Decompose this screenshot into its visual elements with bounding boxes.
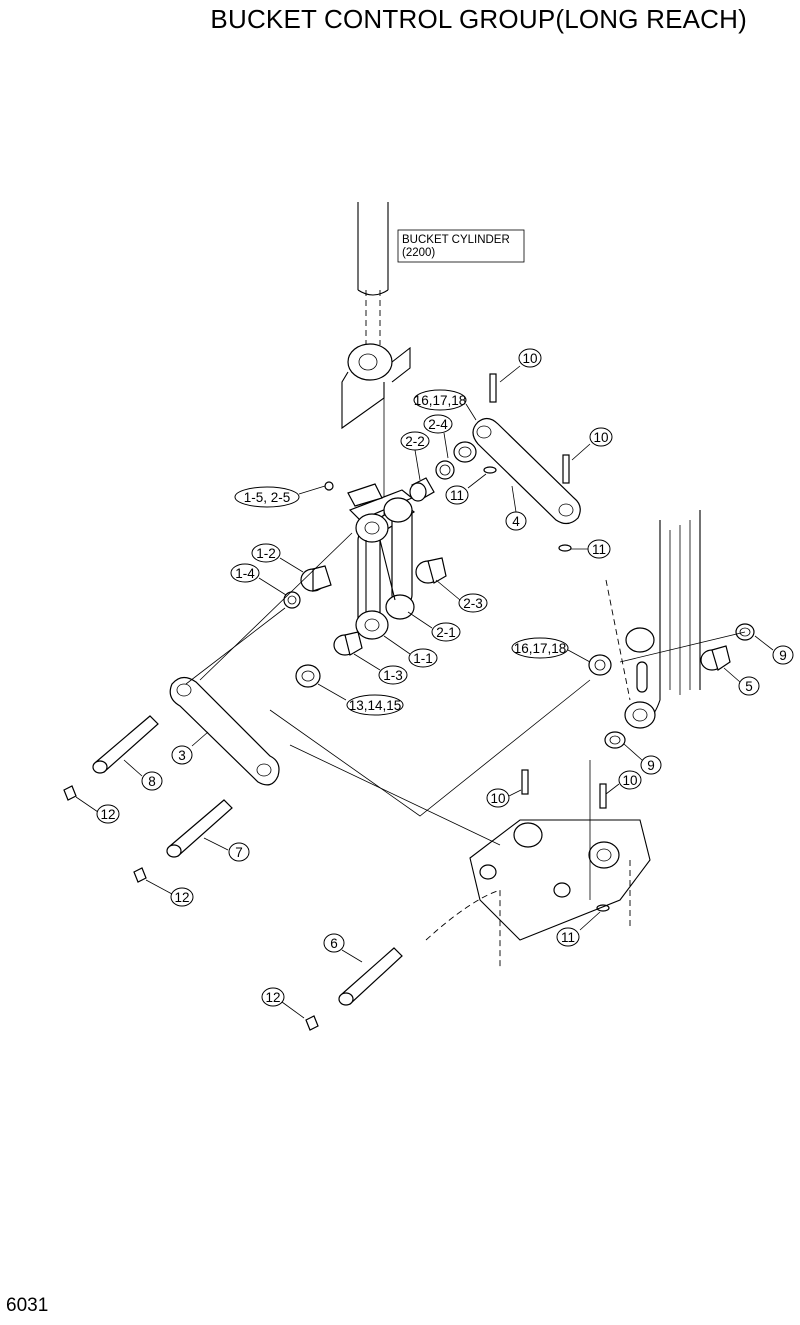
label-10-d: 10 <box>490 791 505 806</box>
pins-drawing <box>63 715 403 1031</box>
label-16-17-18-a: 16,17,18 <box>414 393 467 408</box>
label-10-c: 10 <box>622 773 637 788</box>
callout-3 <box>171 745 193 765</box>
callout-1-3 <box>378 665 408 685</box>
label-12-a: 12 <box>100 807 115 822</box>
callout-13-14-15 <box>346 694 404 716</box>
label-11-b: 11 <box>592 542 606 557</box>
label-9-a: 9 <box>779 648 787 663</box>
callout-6 <box>323 933 345 953</box>
callout-4 <box>505 511 527 531</box>
link-assembly-drawing <box>324 481 416 640</box>
callout-2-4 <box>423 414 453 434</box>
callout-12-a <box>96 804 120 824</box>
link-3-drawing <box>169 676 280 786</box>
label-13-14-15: 13,14,15 <box>349 698 402 713</box>
link-4-drawing <box>472 373 581 525</box>
callout-line1: BUCKET CYLINDER <box>402 234 510 246</box>
callout-11-a <box>445 485 469 505</box>
page-title: BUCKET CONTROL GROUP(LONG REACH) <box>210 4 747 34</box>
callout-1-4 <box>230 563 260 583</box>
label-9-b: 9 <box>647 758 655 773</box>
bushings-and-seals <box>283 441 755 912</box>
label-2-2: 2-2 <box>405 434 425 449</box>
callout-10-b <box>589 427 613 447</box>
arm-drawing <box>605 510 701 729</box>
callout-line2: (2200) <box>402 247 435 259</box>
label-1-4: 1-4 <box>235 566 255 581</box>
callout-16-17-18-a <box>413 389 467 411</box>
label-2-3: 2-3 <box>463 596 483 611</box>
label-1-2: 1-2 <box>256 546 276 561</box>
callout-12-c <box>261 987 285 1007</box>
label-10-b: 10 <box>593 430 608 445</box>
callout-9-a <box>772 645 794 665</box>
label-4: 4 <box>512 514 520 529</box>
label-10-a: 10 <box>522 351 537 366</box>
callout-10-a <box>518 348 542 368</box>
callout-16-17-18-b <box>511 637 569 659</box>
label-1-1: 1-1 <box>413 651 433 666</box>
label-6: 6 <box>330 936 338 951</box>
callout-10-d <box>486 788 510 808</box>
leader-lines <box>185 532 746 900</box>
label-1-5-2-5: 1-5, 2-5 <box>244 490 291 505</box>
label-8: 8 <box>148 774 156 789</box>
callout-5 <box>738 676 760 696</box>
callout-2-3 <box>458 593 488 613</box>
callout-12-b <box>170 887 194 907</box>
label-1-3: 1-3 <box>383 668 403 683</box>
callout-8 <box>141 771 163 791</box>
label-5: 5 <box>745 679 753 694</box>
label-11-c: 11 <box>561 930 575 945</box>
label-16-17-18-b: 16,17,18 <box>514 641 567 656</box>
callout-7 <box>228 842 250 862</box>
callout-1-1 <box>408 648 438 668</box>
callout-labels: 10 16,17,18 2-4 2-2 10 11 4 11 1-5, 2-5 <box>75 348 794 1019</box>
label-3: 3 <box>178 748 186 763</box>
callout-9-b <box>640 755 662 775</box>
callout-2-1 <box>431 622 461 642</box>
bucket-cylinder-callout: BUCKET CYLINDER (2200) <box>397 229 525 263</box>
label-11-a: 11 <box>450 488 464 503</box>
callout-10-c <box>618 770 642 790</box>
callout-1-2 <box>251 543 281 563</box>
label-2-1: 2-1 <box>436 625 456 640</box>
label-2-4: 2-4 <box>428 417 448 432</box>
bucket-drawing <box>425 769 651 970</box>
label-12-b: 12 <box>174 890 189 905</box>
label-7: 7 <box>235 845 243 860</box>
callout-11-b <box>587 539 611 559</box>
callout-1-5-2-5 <box>234 486 300 508</box>
page-number: 6031 <box>6 1295 49 1316</box>
label-12-c: 12 <box>265 990 280 1005</box>
callout-11-c <box>556 927 580 947</box>
